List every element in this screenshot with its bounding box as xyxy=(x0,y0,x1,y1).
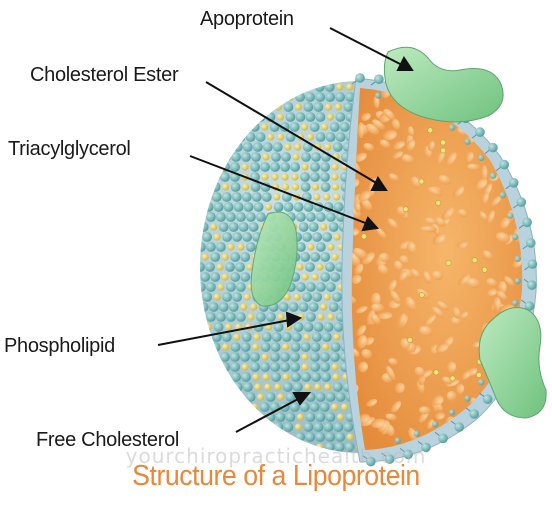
watermark-text: yourchiropractichealth.com xyxy=(125,444,427,468)
label-triacylglycerol: Triacylglycerol xyxy=(8,138,131,160)
label-free-cholesterol: Free Cholesterol xyxy=(36,429,180,451)
arrowhead-phospholipid xyxy=(285,311,303,328)
label-apoprotein: Apoprotein xyxy=(200,8,294,30)
arrowhead-cholesterol-ester xyxy=(370,176,388,191)
leader-arrows xyxy=(157,27,414,433)
arrow-free-cholesterol xyxy=(235,397,301,433)
arrowhead-free-cholesterol xyxy=(292,392,312,406)
label-cholesterol-ester: Cholesterol Ester xyxy=(30,64,179,86)
arrow-phospholipid xyxy=(157,319,291,346)
arrow-cholesterol-ester xyxy=(205,81,379,185)
arrowhead-apoprotein xyxy=(396,56,414,71)
arrow-triacylglycerol xyxy=(189,155,369,225)
arrowhead-triacylglycerol xyxy=(361,216,379,232)
arrow-apoprotein xyxy=(329,27,405,67)
diagram-title: Structure of a Lipoprotein xyxy=(132,460,420,492)
apoprotein-right xyxy=(478,307,547,419)
apoprotein-left xyxy=(250,211,298,307)
apoprotein-top xyxy=(383,46,504,123)
label-phospholipid: Phospholipid xyxy=(4,335,115,357)
